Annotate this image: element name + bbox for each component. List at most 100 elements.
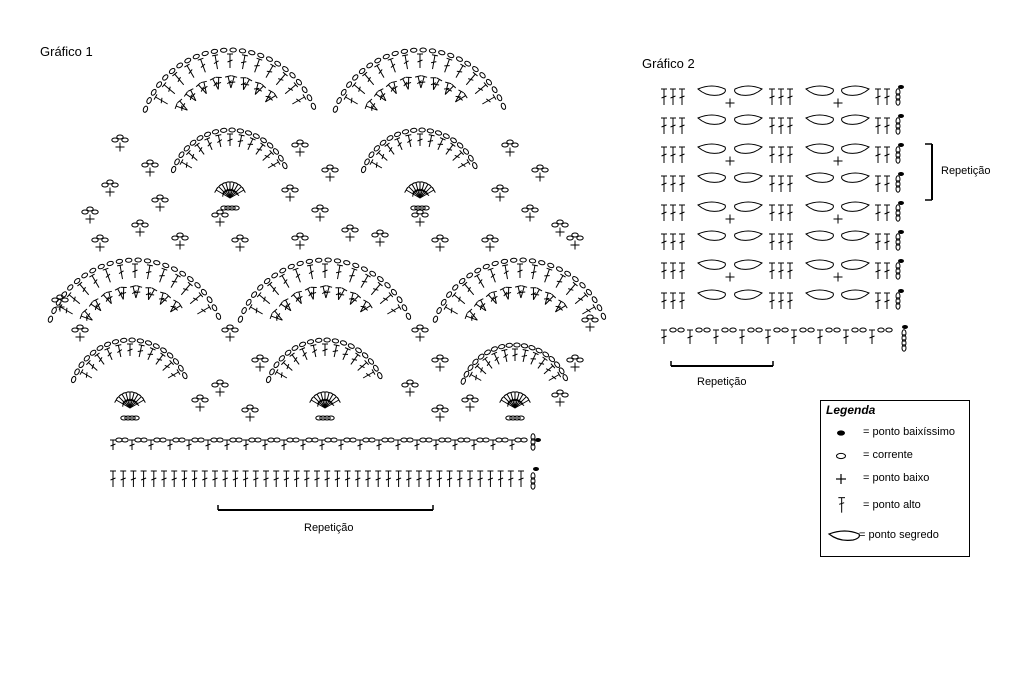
chain-icon [267, 437, 275, 443]
double-crochet-icon [153, 94, 168, 105]
chain-icon [513, 415, 521, 421]
chain-icon [467, 154, 474, 162]
chain-icon [220, 205, 228, 211]
chain-icon [477, 353, 485, 360]
chain-icon [361, 352, 369, 359]
chain-icon [228, 127, 236, 133]
chain-icon [125, 257, 133, 263]
chain-icon [556, 389, 564, 395]
double-crochet-icon [465, 71, 478, 86]
chain-icon [56, 294, 64, 300]
double-crochet-icon [505, 286, 512, 300]
secret-stitch-icon [805, 259, 834, 270]
double-crochet-icon [159, 267, 168, 283]
double-crochet-icon [267, 159, 281, 169]
double-crochet-icon [376, 149, 388, 161]
double-crochet-icon [679, 262, 685, 279]
chain-icon [436, 234, 444, 240]
double-crochet-icon [390, 80, 398, 94]
double-crochet-icon [319, 285, 327, 299]
chain-icon [479, 72, 486, 79]
double-crochet-icon [205, 439, 211, 450]
double-crochet-icon [335, 264, 343, 280]
double-crochet-icon [405, 470, 412, 487]
double-crochet-icon [875, 117, 881, 134]
chain-icon [416, 209, 424, 215]
legend-label-chain: = corrente [863, 449, 913, 461]
chain-icon [291, 142, 299, 148]
double-crochet-icon [247, 137, 256, 151]
single-crochet-icon [585, 322, 595, 332]
secret-stitch-icon [805, 201, 834, 212]
chain-icon [340, 88, 347, 96]
chain-icon [481, 237, 489, 243]
double-crochet-icon [443, 304, 458, 315]
double-crochet-icon [661, 329, 667, 344]
double-crochet-icon [679, 88, 685, 105]
legend-row-secret-stitch: = ponto segredo [821, 526, 971, 546]
double-crochet-icon [679, 146, 685, 163]
double-crochet-icon [530, 287, 537, 300]
chain-icon [755, 327, 763, 333]
chain-icon [291, 345, 299, 351]
double-crochet-icon [530, 264, 538, 280]
chart-1-title: Gráfico 1 [40, 44, 93, 59]
double-crochet-icon [405, 134, 413, 148]
chain-icon [520, 343, 529, 349]
chain-icon [836, 452, 846, 460]
double-crochet-icon [338, 439, 344, 450]
chart-1-diagram [47, 47, 607, 511]
double-crochet-icon [491, 351, 500, 365]
double-crochet-icon [537, 356, 548, 369]
double-crochet-icon [265, 89, 274, 103]
double-crochet-icon [787, 146, 793, 163]
double-crochet-icon [444, 57, 453, 73]
chain-icon [272, 148, 280, 155]
double-crochet-icon [307, 264, 314, 280]
chain-icon [461, 397, 469, 403]
chain-icon [566, 357, 574, 363]
double-crochet-icon [427, 134, 435, 148]
double-crochet-icon [884, 117, 890, 134]
chain-icon [323, 337, 331, 343]
chain-icon [221, 382, 229, 388]
chain-icon [111, 339, 120, 345]
double-crochet-icon [187, 88, 197, 101]
chain-icon [410, 127, 418, 133]
double-crochet-icon [884, 88, 890, 105]
double-crochet-icon [661, 88, 667, 105]
chain-icon [152, 343, 160, 349]
double-crochet-icon [875, 233, 881, 250]
chain-icon [221, 327, 229, 333]
chain-icon [419, 47, 427, 53]
double-crochet-icon [499, 286, 509, 300]
secret-stitch-icon [841, 85, 870, 96]
chain-icon [554, 361, 561, 368]
double-crochet-icon [399, 76, 409, 90]
chain-icon [895, 302, 901, 310]
double-crochet-icon [487, 267, 496, 283]
single-crochet-icon [315, 212, 325, 222]
chain-icon [216, 437, 224, 443]
chain-icon [311, 207, 319, 213]
double-crochet-icon [88, 301, 102, 312]
chain-icon [419, 437, 427, 443]
chart-2-repeat-side-label: Repetição [941, 165, 991, 177]
double-crochet-icon [100, 292, 112, 305]
chain-icon [463, 437, 471, 443]
double-crochet-icon [155, 352, 166, 365]
double-crochet-icon [167, 439, 173, 450]
double-crochet-icon [402, 54, 409, 70]
double-crochet-icon [455, 63, 466, 78]
chain-icon [151, 162, 159, 168]
secret-stitch-icon [841, 143, 870, 154]
chain-icon [463, 370, 470, 378]
double-crochet-icon [769, 262, 775, 279]
double-crochet-icon [167, 369, 181, 379]
chain-icon [116, 134, 124, 140]
chain-icon [441, 237, 449, 243]
legend-box: Legenda = ponto baixíssimo = corrente = … [820, 400, 970, 557]
chain-icon [229, 437, 237, 443]
chain-icon [246, 404, 254, 410]
secret-stitch-icon [805, 85, 834, 96]
